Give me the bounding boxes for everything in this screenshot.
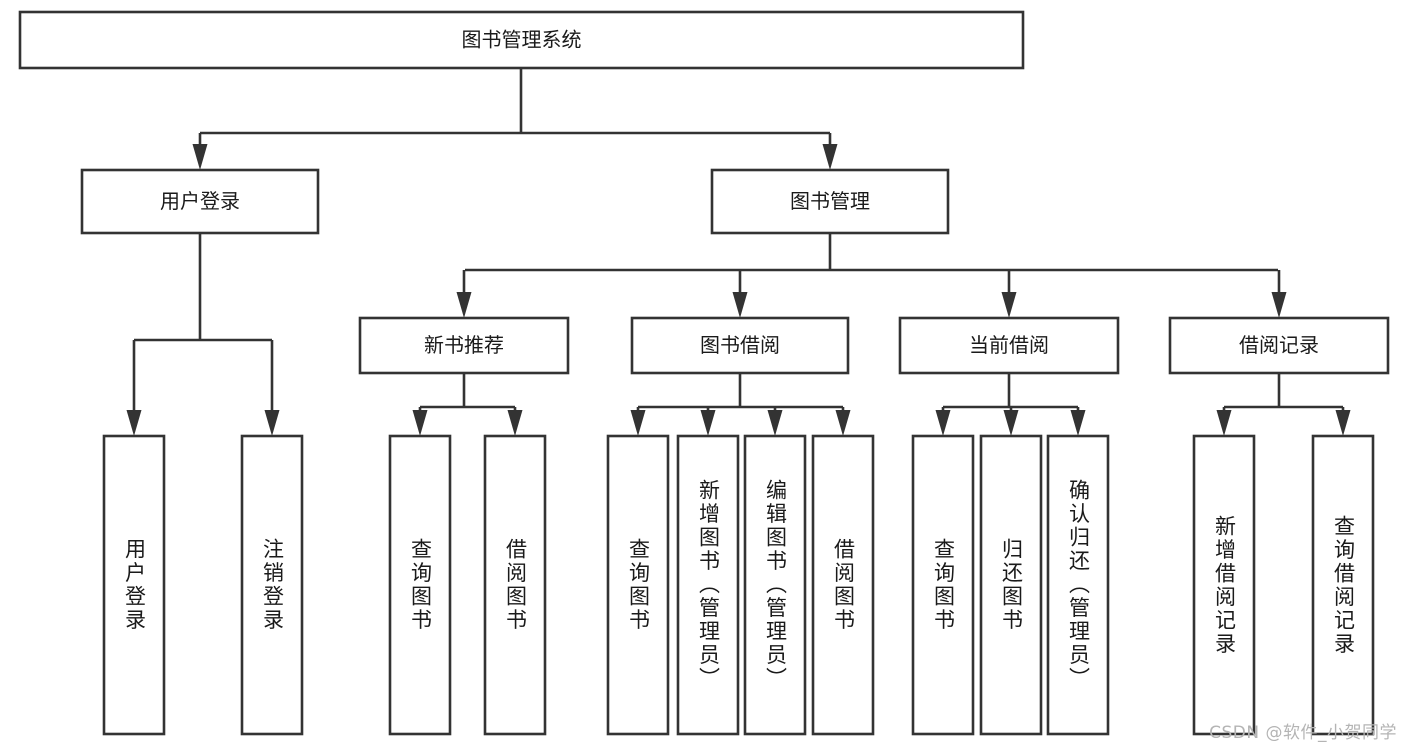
arrow-head-icon	[1271, 292, 1287, 318]
arrow-head-icon	[507, 410, 523, 436]
node-label-new-book-recommend: 新书推荐	[424, 333, 504, 357]
node-label-borrow-record: 借阅记录	[1239, 333, 1319, 357]
connector-layer	[126, 68, 1351, 436]
node-box-borrow-record[interactable]	[1168, 316, 1390, 375]
node-label-root: 图书管理系统	[462, 28, 582, 52]
arrow-head-icon	[1003, 410, 1019, 436]
node-label-book-borrow: 图书借阅	[700, 333, 780, 357]
node-box-leaf-edit-book-admin[interactable]	[743, 434, 807, 736]
node-box-leaf-user-login[interactable]	[102, 434, 166, 736]
node-box-leaf-return-book[interactable]	[979, 434, 1043, 736]
arrow-head-icon	[935, 410, 951, 436]
node-box-new-book-recommend[interactable]	[358, 316, 570, 375]
node-box-leaf-query-borrow-record[interactable]	[1311, 434, 1375, 736]
arrow-head-icon	[700, 410, 716, 436]
arrow-head-icon	[456, 292, 472, 318]
arrow-head-icon	[1335, 410, 1351, 436]
node-box-leaf-query-book-rec[interactable]	[388, 434, 452, 736]
node-label-user-login: 用户登录	[160, 189, 240, 213]
arrow-head-icon	[1070, 410, 1086, 436]
arrow-head-icon	[192, 144, 208, 170]
node-box-root[interactable]	[18, 10, 1025, 70]
arrow-head-icon	[630, 410, 646, 436]
node-box-leaf-user-logout[interactable]	[240, 434, 304, 736]
node-label-current-borrow: 当前借阅	[969, 333, 1049, 357]
node-box-leaf-borrow-book-rec[interactable]	[483, 434, 547, 736]
node-box-layer	[18, 10, 1390, 736]
node-box-leaf-add-book-admin[interactable]	[676, 434, 740, 736]
node-box-user-login[interactable]	[80, 168, 320, 235]
arrow-head-icon	[767, 410, 783, 436]
arrow-head-icon	[126, 410, 142, 436]
node-box-leaf-add-borrow-record[interactable]	[1192, 434, 1256, 736]
node-box-leaf-query-book-bor[interactable]	[606, 434, 670, 736]
node-label-book-manage: 图书管理	[790, 189, 870, 213]
node-box-leaf-confirm-return[interactable]	[1046, 434, 1110, 736]
arrow-head-icon	[264, 410, 280, 436]
arrow-head-icon	[412, 410, 428, 436]
watermark-text: CSDN @软件_小贺同学	[1209, 723, 1397, 743]
arrow-head-icon	[732, 292, 748, 318]
node-box-leaf-borrow-book-bor[interactable]	[811, 434, 875, 736]
arrow-head-icon	[835, 410, 851, 436]
node-box-leaf-query-book-cur[interactable]	[911, 434, 975, 736]
arrow-head-icon	[822, 144, 838, 170]
node-box-book-borrow[interactable]	[630, 316, 850, 375]
node-box-current-borrow[interactable]	[898, 316, 1120, 375]
node-box-book-manage[interactable]	[710, 168, 950, 235]
arrow-head-icon	[1001, 292, 1017, 318]
arrow-head-icon	[1216, 410, 1232, 436]
